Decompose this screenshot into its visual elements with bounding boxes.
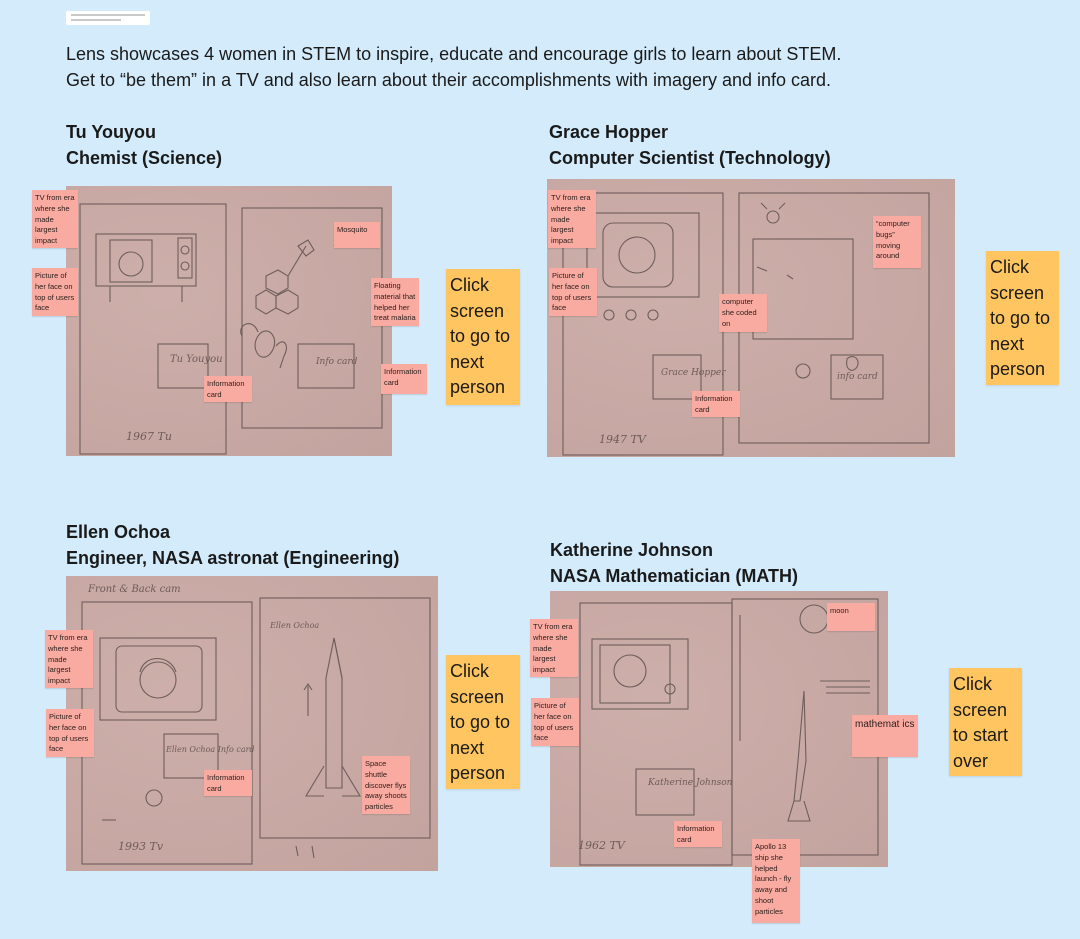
- person-name: Ellen Ochoa: [66, 522, 171, 542]
- sticky-note: Information card: [204, 376, 252, 402]
- sketch-top-text: Front & Back cam: [87, 584, 181, 595]
- sketch-header-text: Ellen Ochoa: [269, 621, 319, 630]
- next-person-callout: Click screen to go to next person: [446, 269, 520, 405]
- sketch-handwriting: Tu Youyou Info card 1967 Tu: [126, 354, 358, 443]
- sketch-year-text: 1962 TV: [578, 839, 626, 852]
- sketch-year-text: 1967 Tu: [126, 430, 172, 443]
- sticky-note: Picture of her face on top of users face: [32, 268, 78, 316]
- intro-text: Lens showcases 4 women in STEM to inspir…: [66, 42, 841, 93]
- sticky-note: TV from era where she made largest impac…: [32, 190, 78, 248]
- sticky-note: Picture of her face on top of users face: [549, 268, 597, 316]
- sticky-note: Information card: [692, 391, 740, 417]
- sticky-note: TV from era where she made largest impac…: [45, 630, 93, 688]
- sticky-note: “computer bugs” moving around: [873, 216, 921, 268]
- sticky-note: mathemat ics: [852, 715, 918, 757]
- sticky-note: Space shuttle discover flys away shoots …: [362, 756, 410, 814]
- sketch-handwriting: Front & Back cam Ellen Ochoa Ellen Ochoa…: [87, 584, 319, 853]
- sketch-drawing: [579, 598, 879, 866]
- person-role: Chemist (Science): [66, 147, 223, 168]
- sketch-year-text: 1993 Tv: [118, 840, 164, 853]
- sticky-note: Mosquito: [334, 222, 380, 248]
- grace-hopper-title: Grace Hopper Computer Scientist (Technol…: [549, 120, 831, 171]
- katherine-johnson-title: Katherine Johnson NASA Mathematician (MA…: [550, 538, 798, 589]
- person-role: Engineer, NASA astronat (Engineering): [66, 547, 400, 568]
- sketch-info-text: info card: [837, 372, 878, 382]
- sticky-note: Information card: [674, 821, 722, 847]
- frame-label-thumbnail: [66, 11, 150, 25]
- sticky-note: Information card: [381, 364, 427, 394]
- intro-line-1: Lens showcases 4 women in STEM to inspir…: [66, 44, 842, 64]
- sticky-note: Picture of her face on top of users face: [46, 709, 94, 757]
- start-over-callout: Click screen to start over: [949, 668, 1022, 776]
- ellen-ochoa-title: Ellen Ochoa Engineer, NASA astronat (Eng…: [66, 520, 399, 571]
- sticky-note: Information card: [204, 770, 252, 796]
- sticky-note: Apollo 13 ship she helped launch - fly a…: [752, 839, 800, 923]
- sketch-drawing: [79, 203, 383, 455]
- sticky-note: TV from era where she made largest impac…: [530, 619, 578, 677]
- sticky-note: Floating material that helped her treat …: [371, 278, 419, 326]
- tu-youyou-title: Tu Youyou Chemist (Science): [66, 120, 222, 171]
- person-name: Katherine Johnson: [550, 540, 714, 560]
- ellen-ochoa-sketch[interactable]: Front & Back cam Ellen Ochoa Ellen Ochoa…: [66, 576, 438, 871]
- sketch-year-text: 1947 TV: [599, 433, 647, 446]
- sticky-note: Picture of her face on top of users face: [531, 698, 579, 746]
- sticky-note: moon: [827, 603, 875, 631]
- intro-line-2: Get to “be them” in a TV and also learn …: [66, 69, 832, 90]
- sketch-info-text: Info card: [315, 357, 358, 367]
- person-role: Computer Scientist (Technology): [549, 147, 831, 168]
- sketch-card-text: Grace Hopper: [661, 368, 726, 378]
- sticky-note: computer she coded on: [719, 294, 767, 332]
- sketch-card-text: Tu Youyou: [170, 354, 223, 365]
- person-name: Tu Youyou: [66, 122, 156, 142]
- sketch-card-text: Ellen Ochoa Info card: [165, 745, 255, 754]
- sketch-drawing: [81, 597, 431, 865]
- sketch-card-text: Katherine Johnson: [647, 778, 733, 788]
- next-person-callout: Click screen to go to next person: [446, 655, 520, 789]
- sketch-handwriting: Grace Hopper info card 1947 TV: [599, 368, 878, 446]
- sticky-note: TV from era where she made largest impac…: [548, 190, 596, 248]
- person-role: NASA Mathematician (MATH): [550, 565, 799, 586]
- next-person-callout: Click screen to go to next person: [986, 251, 1059, 385]
- katherine-johnson-sketch[interactable]: Katherine Johnson 1962 TV: [550, 591, 888, 867]
- person-name: Grace Hopper: [549, 122, 669, 142]
- sketch-handwriting: Katherine Johnson 1962 TV: [578, 778, 733, 852]
